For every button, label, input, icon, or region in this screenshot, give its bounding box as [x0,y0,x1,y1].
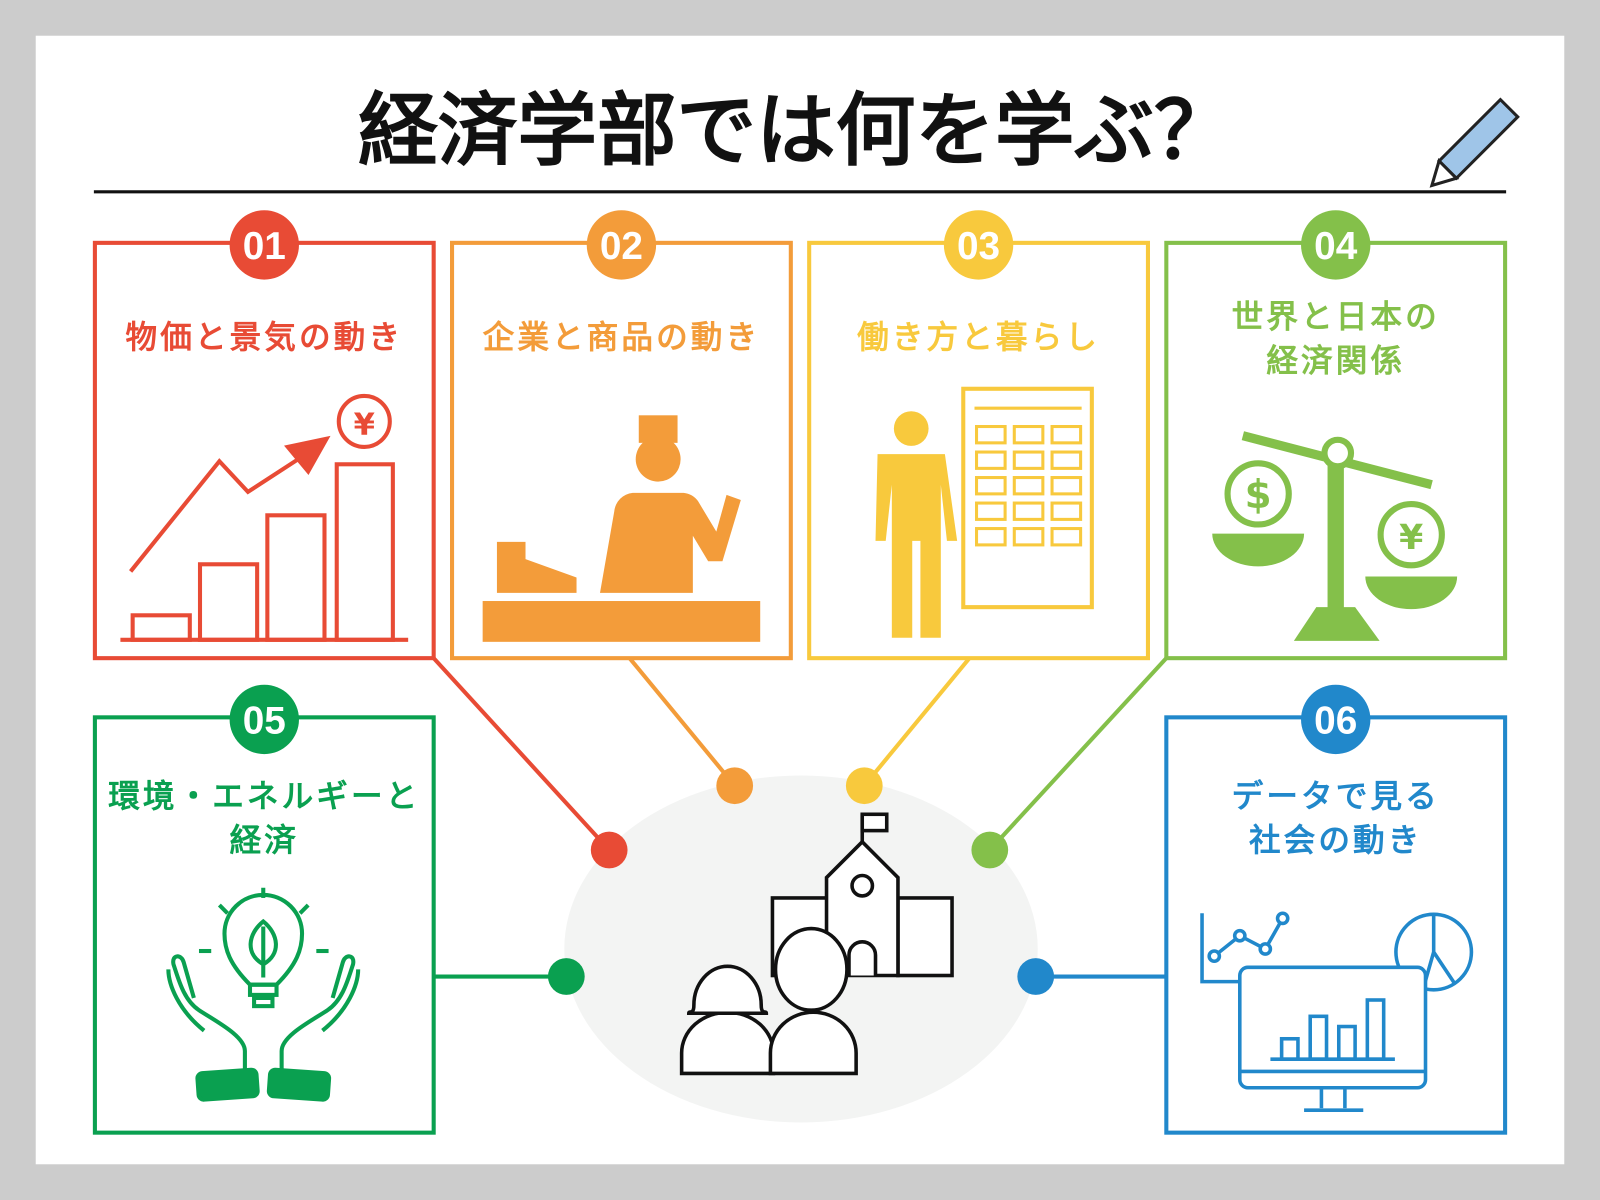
building-window [1012,527,1045,547]
number-badge [1301,684,1371,755]
building-window [1050,527,1083,547]
price-chart-yen-icon: ¥ [120,393,409,642]
topic-number: 01 [243,225,286,268]
building-window [1050,450,1083,470]
school-students-icon [679,812,954,1076]
svg-text:¥: ¥ [1399,518,1423,558]
connector-dot-04 [971,831,1009,869]
building-window [975,501,1007,521]
number-badge [229,684,299,755]
number-badge [229,210,299,280]
topic-number: 05 [243,700,286,743]
topic-01: 01 物価と景気の動き ¥ [92,210,436,661]
building-window [1050,425,1083,445]
topic-05: 05 環境・エネルギーと 経済 [92,684,436,1135]
building-window [1012,450,1045,470]
svg-text:$: $ [1245,473,1272,518]
number-badge [943,210,1014,280]
topic-06: 06 データで見る 社会の動き [1164,684,1508,1135]
topic-title-line1: 世界と日本の [1232,300,1440,336]
building-window [1050,501,1083,521]
building-window [1012,501,1045,521]
worker-building-icon [875,386,1094,638]
building-window [975,425,1007,445]
building-window [1012,476,1045,496]
building-window [975,476,1007,496]
topic-title-line1: データで見る [1232,778,1440,815]
connector-dot-02 [716,767,754,805]
connector-dot-01 [590,831,628,869]
topic-04: 04 世界と日本の 経済関係 $ ¥ [1164,210,1508,661]
topic-title: 企業と商品の動き [483,319,761,356]
topic-number: 02 [600,225,643,268]
scale-dollar-yen-icon: $ ¥ [1212,431,1458,641]
shopkeeper-register-icon [482,415,761,642]
number-badge [586,210,657,280]
topic-title-line1: 環境・エネルギーと [108,778,420,815]
connector-dot-06 [1017,958,1055,995]
connectors [432,656,1168,979]
topic-title: 物価と景気の動き [126,320,404,356]
connector-dot-05 [547,958,585,995]
building-window [975,450,1007,470]
topic-number: 03 [957,225,1000,268]
building-window [1050,476,1083,496]
building-window [975,527,1007,547]
topic-title-line2: 経済関係 [1266,343,1405,379]
topic-number: 04 [1314,225,1358,268]
building-window [1012,425,1045,445]
data-monitor-icon [1200,911,1474,1112]
pencil-icon [1429,97,1520,188]
topic-02: 02 企業と商品の動き [450,210,793,661]
topic-title-line2: 社会の動き [1249,823,1422,859]
page-title: 経済学部では何を学ぶ？ [358,84,1233,177]
svg-text:¥: ¥ [354,408,375,443]
hands-lightbulb-icon [166,887,361,1102]
topic-title: 働き方と暮らし [857,319,1100,356]
topic-title-line2: 経済 [230,823,299,859]
topic-number: 06 [1314,700,1357,743]
connector-dot-03 [845,767,883,805]
topic-03: 03 働き方と暮らし [807,210,1150,661]
number-badge [1301,210,1371,280]
